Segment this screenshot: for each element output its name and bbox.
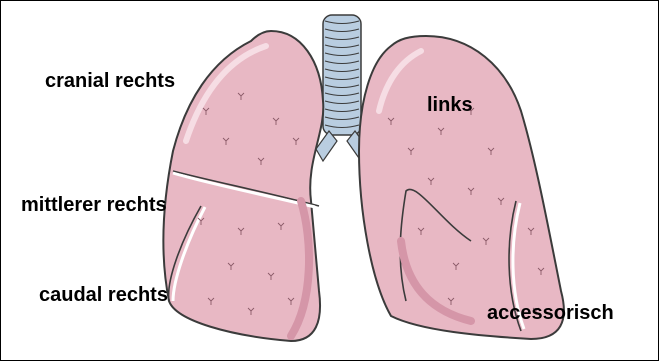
label-middle-right: mittlerer rechts xyxy=(21,195,167,215)
label-accessory: accessorisch xyxy=(487,303,614,323)
label-cranial-right: cranial rechts xyxy=(45,71,175,91)
right-lung-body xyxy=(163,31,323,341)
left-lung xyxy=(359,36,564,339)
label-left: links xyxy=(427,95,473,115)
label-caudal-right: caudal rechts xyxy=(39,285,168,305)
trachea-tube xyxy=(323,15,361,135)
right-lung xyxy=(163,31,323,341)
